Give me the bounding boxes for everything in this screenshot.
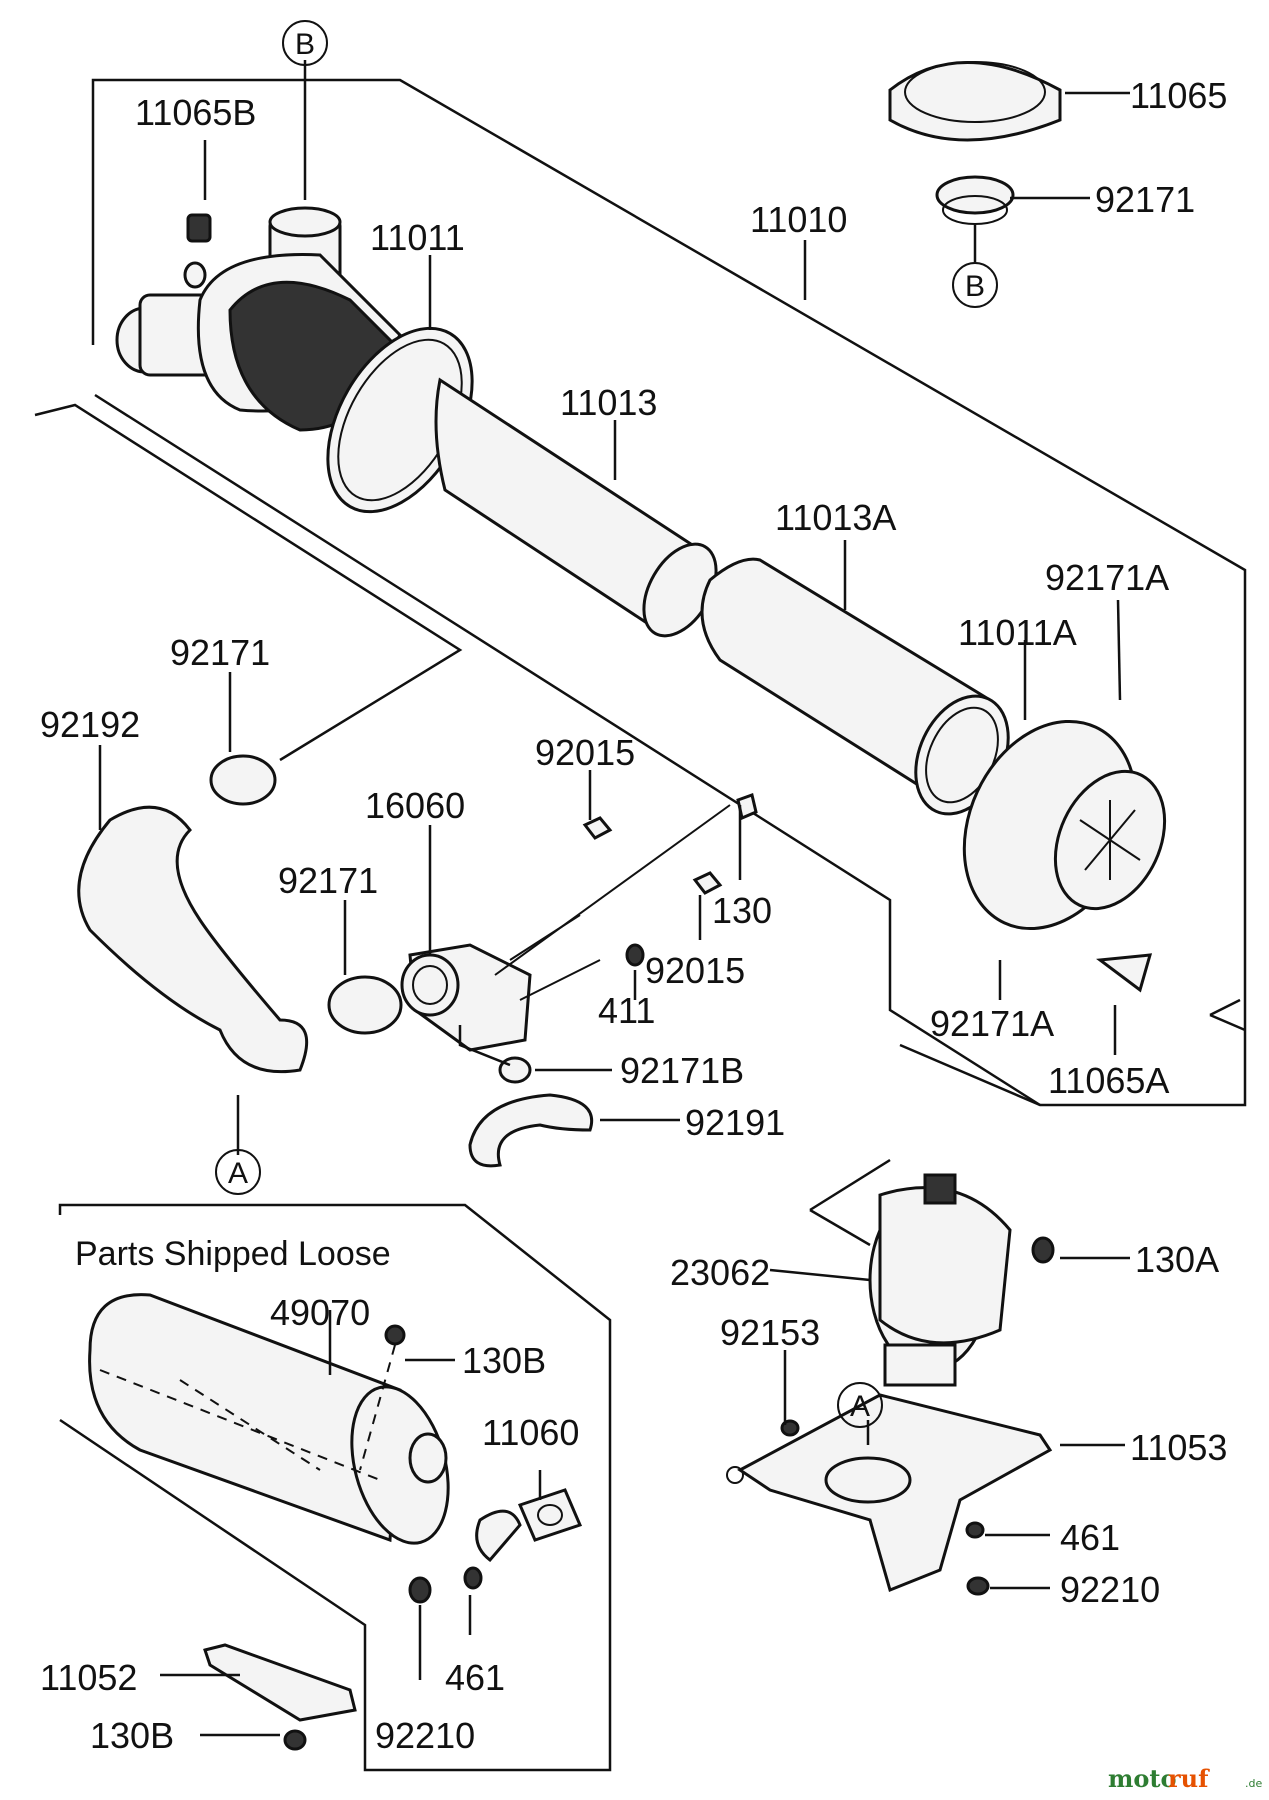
label-92210-left: 92210 bbox=[375, 1715, 475, 1756]
label-92015-top: 92015 bbox=[535, 732, 635, 773]
label-92171A-bottom: 92171A bbox=[930, 1003, 1054, 1044]
hose-clamp-mid bbox=[327, 975, 403, 1035]
label-92210-right: 92210 bbox=[1060, 1569, 1160, 1610]
label-49070: 49070 bbox=[270, 1292, 370, 1333]
label-92171-mid: 92171 bbox=[278, 860, 378, 901]
box-title: Parts Shipped Loose bbox=[75, 1235, 391, 1273]
label-11065B: 11065B bbox=[135, 92, 256, 133]
air-cleaner-housing bbox=[115, 206, 474, 514]
label-92191: 92191 bbox=[685, 1102, 785, 1143]
label-11011A: 11011A bbox=[958, 612, 1077, 653]
muffler bbox=[88, 1293, 522, 1563]
label-92171-clamp-left: 92171 bbox=[170, 632, 270, 673]
label-461-left: 461 bbox=[445, 1657, 505, 1698]
svg-text:A: A bbox=[850, 1390, 870, 1423]
label-92171B: 92171B bbox=[620, 1050, 744, 1091]
label-92171-top: 92171 bbox=[1095, 179, 1195, 220]
label-92171A-top: 92171A bbox=[1045, 557, 1169, 598]
assembly-bracket-outline bbox=[34, 78, 1247, 1107]
muffler-gasket bbox=[517, 1488, 583, 1542]
label-11053: 11053 bbox=[1130, 1427, 1227, 1468]
hose-clamp-top bbox=[935, 175, 1015, 225]
muffler-bracket-left bbox=[203, 1566, 483, 1751]
label-92015-bottom: 92015 bbox=[645, 950, 745, 991]
svg-text:A: A bbox=[228, 1157, 248, 1190]
label-23062: 23062 bbox=[670, 1252, 770, 1293]
svg-text:B: B bbox=[295, 28, 315, 61]
label-461-right: 461 bbox=[1060, 1517, 1120, 1558]
parts-shipped-loose-box bbox=[58, 1203, 612, 1772]
label-411: 411 bbox=[598, 990, 655, 1031]
label-11011: 11011 bbox=[370, 217, 465, 258]
part-labels: 11065B 11011 11010 11065 92171 11013 110… bbox=[40, 75, 1227, 1756]
watermark-logo: moto ruf .de bbox=[1108, 1764, 1262, 1793]
label-11060: 11060 bbox=[482, 1412, 579, 1453]
breather-hose bbox=[468, 1093, 593, 1168]
hose-clamp-left bbox=[209, 754, 277, 806]
filter-element-inner bbox=[434, 377, 718, 638]
label-11065A: 11065A bbox=[1048, 1060, 1169, 1101]
label-130A: 130A bbox=[1135, 1239, 1219, 1280]
intake-manifold bbox=[400, 793, 758, 1052]
mounting-bracket bbox=[726, 1393, 1053, 1596]
label-16060: 16060 bbox=[365, 785, 465, 826]
label-130: 130 bbox=[712, 890, 772, 931]
label-11052: 11052 bbox=[40, 1657, 137, 1698]
leader-lines bbox=[98, 60, 1130, 1737]
air-cleaner-end-cap bbox=[962, 719, 1167, 993]
label-130B-top: 130B bbox=[462, 1340, 546, 1381]
svg-text:ruf: ruf bbox=[1168, 1764, 1210, 1793]
svg-text:.de: .de bbox=[1245, 1777, 1262, 1790]
label-130B-bottom: 130B bbox=[90, 1715, 174, 1756]
svg-text:moto: moto bbox=[1108, 1764, 1177, 1793]
label-11013A: 11013A bbox=[775, 497, 896, 538]
label-11010: 11010 bbox=[750, 199, 847, 240]
reference-marker-A-left: A bbox=[215, 1149, 261, 1195]
reference-marker-B-right: B bbox=[952, 262, 998, 308]
svg-text:B: B bbox=[965, 270, 985, 303]
label-11013: 11013 bbox=[560, 382, 657, 423]
label-92153: 92153 bbox=[720, 1312, 820, 1353]
label-92192: 92192 bbox=[40, 704, 140, 745]
reference-marker-B-top: B bbox=[282, 20, 328, 66]
reference-marker-A-bracket: A bbox=[837, 1382, 883, 1428]
mounting-band bbox=[868, 1173, 1055, 1387]
label-11065: 11065 bbox=[1130, 75, 1227, 116]
precleaner-cap bbox=[888, 61, 1062, 142]
intake-hose bbox=[77, 805, 309, 1074]
